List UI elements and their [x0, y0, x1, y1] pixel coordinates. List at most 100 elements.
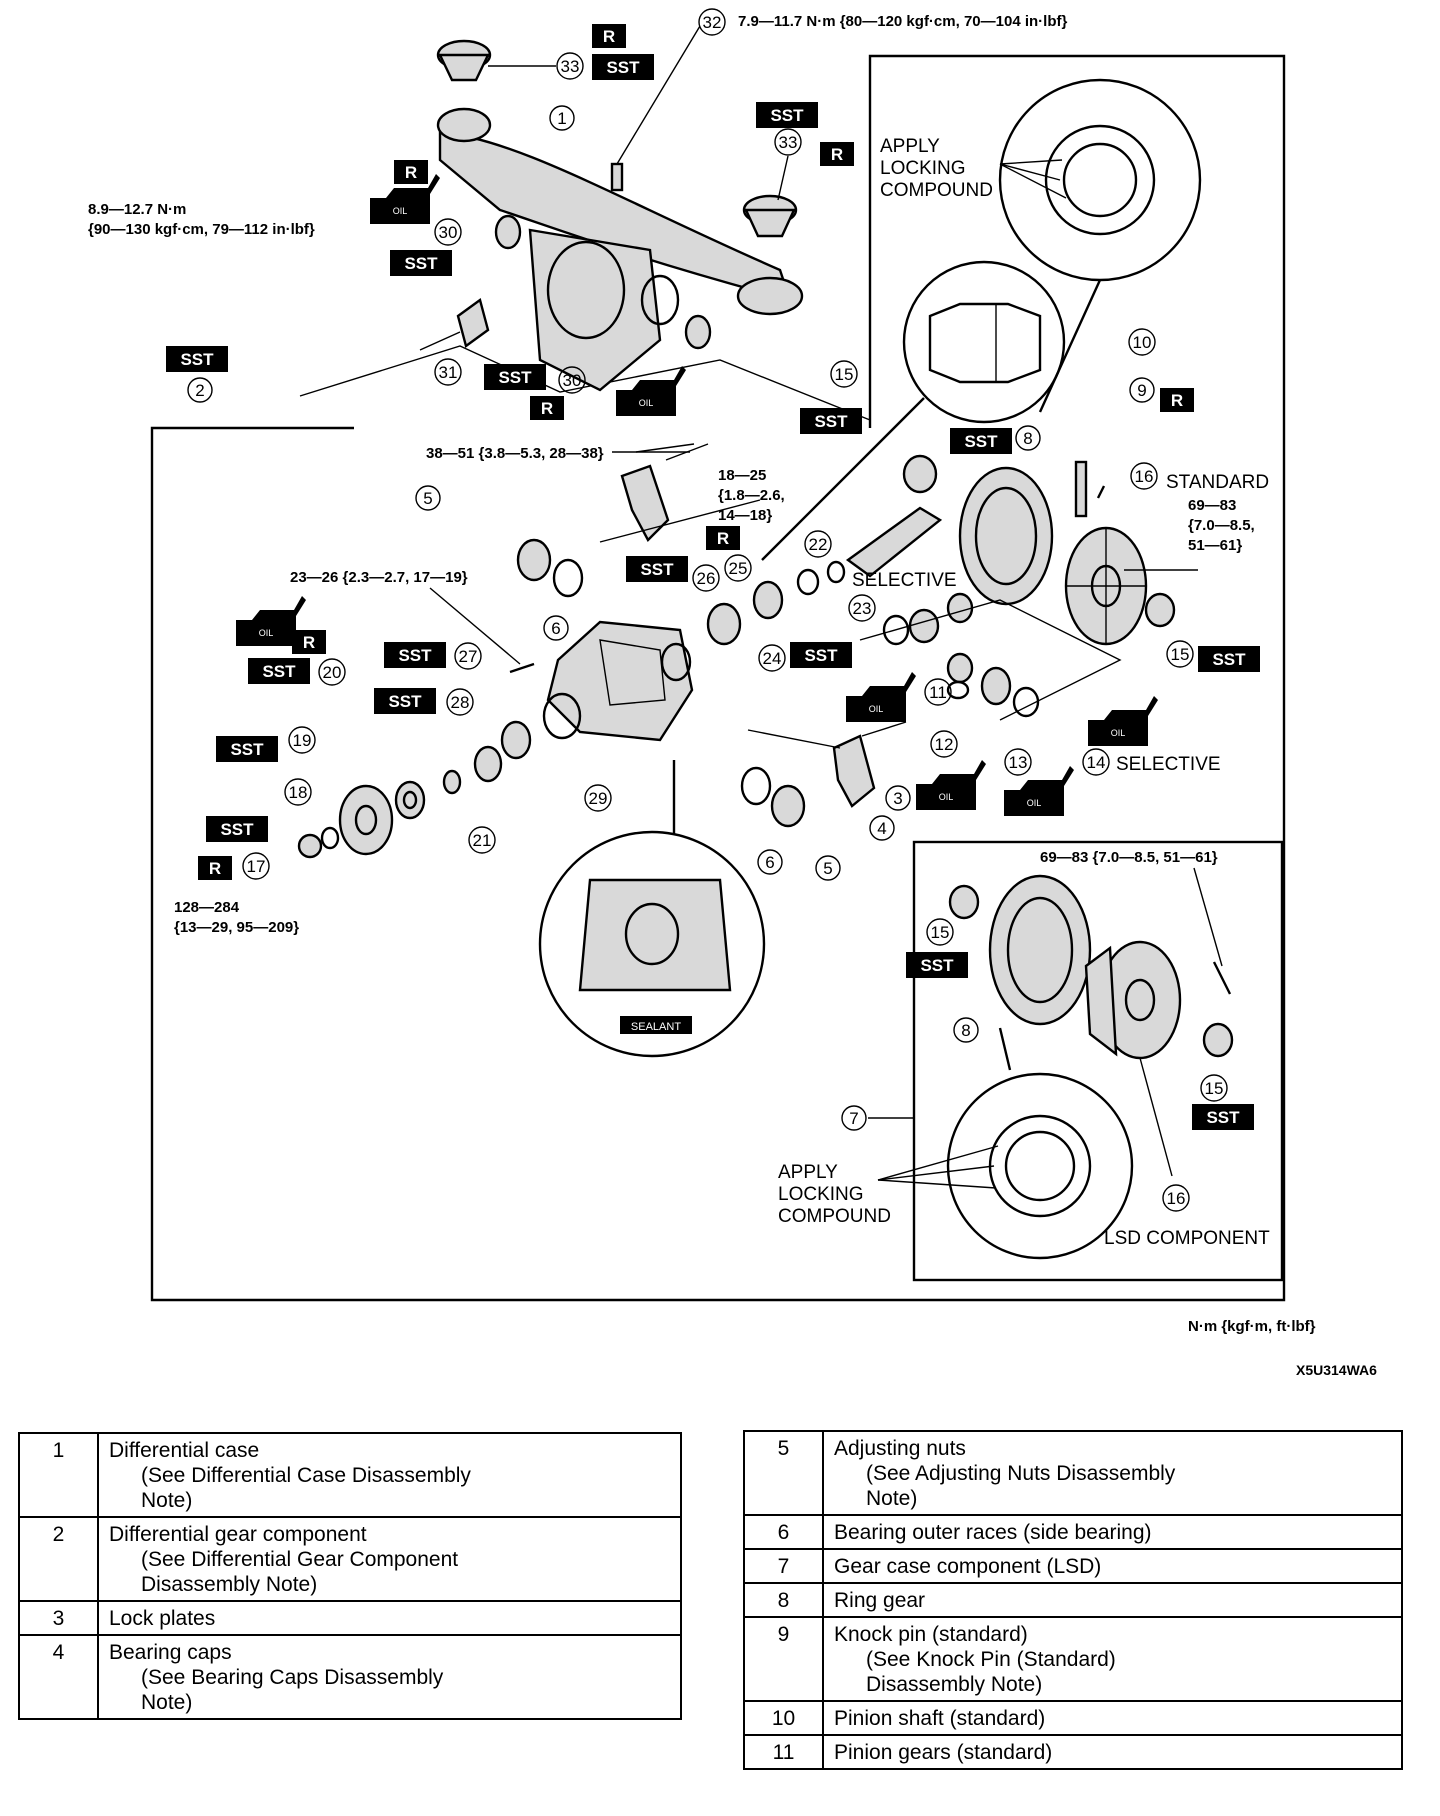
r-tag: R: [530, 396, 564, 420]
component-frame-2: [150, 426, 1286, 1302]
svg-text:7: 7: [849, 1109, 858, 1128]
r-tag: R: [706, 526, 740, 550]
mount-bushing-left: [436, 39, 492, 82]
callout-22: 22: [804, 530, 832, 558]
svg-text:19: 19: [293, 731, 312, 750]
svg-text:33: 33: [561, 57, 580, 76]
bearing-15-right: [1144, 592, 1176, 628]
part-description: Knock pin (standard)(See Knock Pin (Stan…: [822, 1616, 1403, 1702]
adjusting-nut-5-upper: [516, 538, 552, 582]
svg-text:21: 21: [473, 831, 492, 850]
spline-detail-callout: [761, 260, 1066, 561]
svg-text:SST: SST: [1212, 650, 1246, 669]
differential-carrier-member: [436, 107, 804, 392]
svg-text:6: 6: [551, 619, 560, 638]
part-name: Knock pin (standard): [834, 1623, 1028, 1646]
adjusting-nut-5-lower: [770, 784, 806, 828]
svg-text:14: 14: [1087, 753, 1106, 772]
part-number: 5: [743, 1430, 824, 1516]
r-tag: R: [820, 142, 854, 166]
bearing-28: [473, 745, 503, 783]
callout-31: 31: [434, 358, 462, 386]
svg-text:9: 9: [1137, 381, 1146, 400]
part-description: Lock plates: [97, 1600, 682, 1636]
svg-text:8: 8: [1023, 429, 1032, 448]
r-tag: R: [1160, 388, 1194, 412]
svg-text:27: 27: [459, 647, 478, 666]
gear-case-housing: [542, 620, 694, 742]
callout-20: 20: [318, 658, 346, 686]
torque-label-lsd: 69—83 {7.0—8.5, 51—61}: [1040, 849, 1218, 866]
svg-text:OIL: OIL: [869, 704, 884, 714]
bearing-cap-upper: [620, 464, 670, 542]
ring-gear-standard: [958, 466, 1054, 606]
svg-text:31: 31: [439, 363, 458, 382]
callout-6: 6: [543, 615, 569, 641]
svg-text:R: R: [717, 529, 729, 548]
oil-can-icon: OIL: [616, 366, 686, 416]
torque-label-companion-nut-sub: {13—29, 95—209}: [174, 919, 299, 936]
selective-label-upper: SELECTIVE: [852, 570, 957, 591]
table-row: 6 Bearing outer races (side bearing): [743, 1514, 1403, 1550]
callout-7: 7: [841, 1105, 867, 1131]
svg-text:22: 22: [809, 535, 828, 554]
part-note: (See Knock Pin (Standard) Disassembly No…: [866, 1648, 1116, 1696]
callout-32: 32: [698, 8, 726, 36]
table-row: 8 Ring gear: [743, 1582, 1403, 1618]
torque-label-lockplate: 18—25: [718, 467, 766, 484]
oil-can-icon: OIL: [1004, 766, 1074, 816]
lsd-component-label: LSD COMPONENT: [1104, 1228, 1270, 1249]
table-row: 1 Differential case(See Differential Cas…: [18, 1432, 682, 1518]
r-tag: R: [394, 160, 428, 184]
r-tag: R: [592, 24, 626, 48]
svg-text:SST: SST: [770, 106, 804, 125]
figure-id: X5U314WA6: [1296, 1362, 1377, 1378]
callout-25: 25: [724, 554, 752, 582]
table-row: 3 Lock plates: [18, 1600, 682, 1636]
callout-21: 21: [468, 826, 496, 854]
part-description: Adjusting nuts(See Adjusting Nuts Disass…: [822, 1430, 1403, 1516]
part-name: Gear case component (LSD): [834, 1555, 1102, 1578]
part-number: 1: [18, 1432, 99, 1518]
nut-17: [297, 833, 323, 859]
table-row: 9 Knock pin (standard)(See Knock Pin (St…: [743, 1616, 1403, 1702]
sst-tag: SST: [1198, 646, 1260, 672]
svg-text:OIL: OIL: [1111, 728, 1126, 738]
svg-text:2: 2: [195, 381, 204, 400]
svg-text:SST: SST: [814, 412, 848, 431]
svg-text:R: R: [405, 163, 417, 182]
svg-text:15: 15: [835, 365, 854, 384]
svg-text:6: 6: [765, 853, 774, 872]
callout-11: 11: [924, 678, 952, 706]
svg-text:SST: SST: [180, 350, 214, 369]
svg-text:R: R: [209, 859, 221, 878]
sst-tag: SST: [484, 364, 546, 390]
part-name: Bearing outer races (side bearing): [834, 1521, 1152, 1544]
callout-26: 26: [692, 564, 720, 592]
sst-tag: SST: [206, 816, 268, 842]
differential-exploded-diagram: SEALANT: [88, 8, 1286, 1302]
part-number: 6: [743, 1514, 824, 1550]
component-frame-upper: [868, 54, 1286, 1180]
svg-text:SST: SST: [262, 662, 296, 681]
torque-label-standard-sub1: {7.0—8.5,: [1188, 517, 1255, 534]
apply-label-bottom-3: COMPOUND: [778, 1206, 891, 1227]
sst-tag: SST: [1192, 1104, 1254, 1130]
callout-3: 3: [885, 785, 911, 811]
locking-compound-detail-top: [998, 78, 1202, 413]
sst-tag: SST: [248, 658, 310, 684]
outer-race-6-upper: [552, 558, 584, 598]
part-name: Ring gear: [834, 1589, 926, 1612]
table-row: 11 Pinion gears (standard): [743, 1734, 1403, 1770]
oil-seal-20: [394, 780, 426, 820]
callout-15: 15: [1200, 1074, 1228, 1102]
apply-label-bottom-2: LOCKING: [778, 1184, 864, 1205]
svg-text:SST: SST: [220, 820, 254, 839]
torque-label-lockplate-sub1: {1.8—2.6,: [718, 487, 785, 504]
sst-tag: SST: [374, 688, 436, 714]
svg-text:SST: SST: [804, 646, 838, 665]
oil-can-icon: OIL: [370, 174, 440, 224]
svg-text:25: 25: [729, 559, 748, 578]
svg-text:30: 30: [563, 371, 582, 390]
part-name: Bearing caps: [109, 1641, 232, 1664]
